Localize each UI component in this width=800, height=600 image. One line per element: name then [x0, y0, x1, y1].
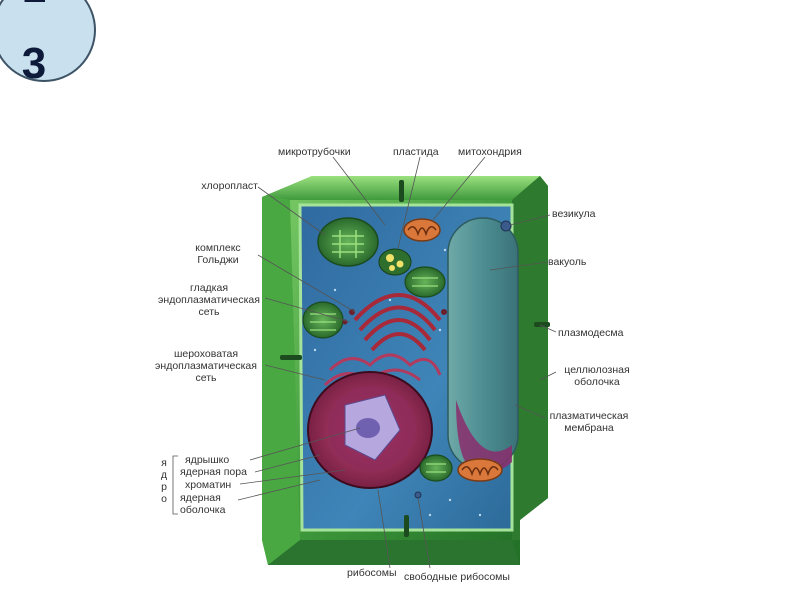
chloroplast [318, 218, 378, 266]
nucleus-letter-2: д [158, 469, 170, 481]
label-cellulose-wall-line1: целлюлозная [556, 364, 638, 376]
label-mitochondrion: митохондрия [458, 146, 522, 158]
label-chloroplast: хлоропласт [190, 180, 258, 192]
nucleus-letter-3: р [158, 481, 170, 493]
label-nucleolus: ядрышко [185, 454, 229, 466]
label-golgi-line2: Гольджи [178, 254, 258, 266]
label-nucleus-vertical: я д р о [158, 457, 170, 505]
label-chromatin: хроматин [185, 479, 231, 491]
label-microtubules: микротрубочки [278, 146, 351, 158]
label-cellulose-wall: целлюлозная оболочка [556, 364, 638, 388]
label-nuclear-pore: ядерная пора [180, 466, 247, 478]
label-free-ribosomes: свободные рибосомы [404, 571, 510, 583]
label-smooth-er-line3: сеть [150, 306, 268, 318]
label-cellulose-wall-line2: оболочка [556, 376, 638, 388]
label-nuclear-envelope-line1: ядерная [180, 492, 225, 504]
label-vesicle: везикула [552, 208, 595, 220]
label-plasma-membrane-line2: мембрана [544, 422, 634, 434]
label-plasma-membrane-line1: плазматическая [544, 410, 634, 422]
label-plasma-membrane: плазматическая мембрана [544, 410, 634, 434]
nucleus-bracket [173, 456, 178, 514]
mitochondrion [404, 219, 440, 241]
label-rough-er-line2: эндоплазматическая [146, 360, 266, 372]
label-golgi: комплекс Гольджи [178, 242, 258, 266]
label-nuclear-envelope: ядерная оболочка [180, 492, 225, 516]
label-smooth-er-line2: эндоплазматическая [150, 294, 268, 306]
chloroplast-4 [420, 455, 452, 481]
chloroplast-2 [405, 267, 445, 297]
chloroplast-3 [303, 302, 343, 338]
label-ribosomes: рибосомы [347, 567, 397, 579]
label-nuclear-envelope-line2: оболочка [180, 504, 225, 516]
nucleus-letter-1: я [158, 457, 170, 469]
label-vacuole: вакуоль [548, 256, 586, 268]
vacuole [448, 218, 518, 472]
nucleus [308, 372, 432, 488]
label-rough-er-line3: сеть [146, 372, 266, 384]
mitochondrion-2 [458, 459, 502, 481]
label-golgi-line1: комплекс [178, 242, 258, 254]
label-smooth-er-line1: гладкая [150, 282, 268, 294]
plastid [379, 249, 411, 275]
label-rough-er-line1: шероховатая [146, 348, 266, 360]
nucleus-letter-4: о [158, 493, 170, 505]
label-plasmodesma: плазмодесма [558, 327, 623, 339]
label-plastid: пластида [393, 146, 439, 158]
label-smooth-er: гладкая эндоплазматическая сеть [150, 282, 268, 318]
label-rough-er: шероховатая эндоплазматическая сеть [146, 348, 266, 384]
